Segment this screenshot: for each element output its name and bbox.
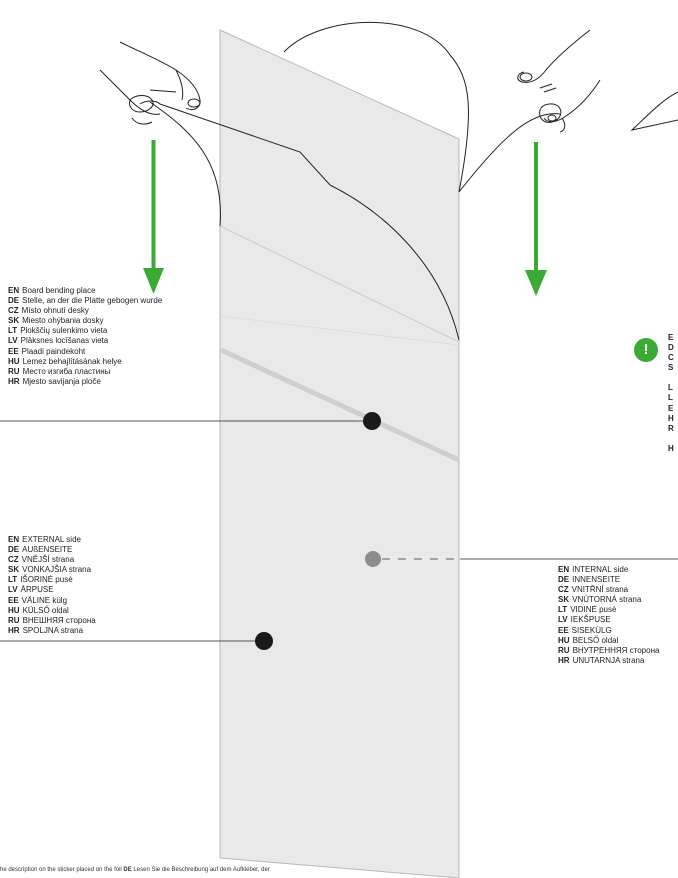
edge-code: R <box>668 423 674 433</box>
edge-code: L <box>668 383 673 393</box>
edge-code: D <box>668 343 674 353</box>
right-hands-icon <box>517 29 601 133</box>
foil-curve-far-right <box>630 91 678 131</box>
edge-code: H <box>668 413 674 423</box>
bending-place-marker <box>363 412 381 430</box>
edge-code: L <box>668 393 673 403</box>
edge-code: H <box>668 443 674 453</box>
foil-curve-top <box>283 21 469 193</box>
foil-curve-right <box>458 113 561 193</box>
board-panel <box>219 29 460 878</box>
foil-line-diagonal <box>159 103 460 341</box>
foil-curve-left <box>149 101 221 227</box>
right-down-arrow-icon <box>525 142 547 296</box>
external-side-marker <box>255 632 273 650</box>
board-bend-band <box>219 347 461 463</box>
edge-code: E <box>668 333 674 342</box>
left-hands-icon <box>99 41 201 125</box>
edge-code: E <box>668 403 674 413</box>
warning-language-codes: E D C S L L E H R H <box>668 333 674 454</box>
left-down-arrow-icon <box>143 140 164 294</box>
board-crease-lower <box>219 315 460 346</box>
internal-side-marker <box>365 551 381 567</box>
edge-code: C <box>668 353 674 363</box>
edge-code: S <box>668 363 674 373</box>
footer-instruction: he description on the sticker placed on … <box>0 867 270 873</box>
exclamation-icon: ! <box>634 338 658 362</box>
board-crease-upper <box>219 225 460 343</box>
